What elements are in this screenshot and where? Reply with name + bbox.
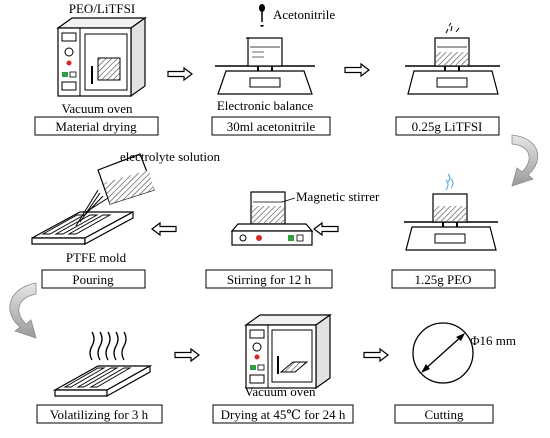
step-material-drying: Material drying (55, 119, 137, 134)
flow-arrow-right-icon (363, 348, 389, 362)
beaker-with-peo-icon (432, 173, 468, 223)
solvent-top-label: Acetonitrile (273, 7, 335, 22)
drying-top-label: PEO/LiTFSI (69, 1, 135, 16)
volatilizing-mold-icon (52, 331, 153, 398)
flow-arrow-right-icon (344, 63, 370, 77)
electronic-balance-icon (404, 221, 498, 251)
stirrer-leader-line (281, 197, 296, 203)
electrolyte-disc-icon (412, 322, 474, 384)
pouring-top-label: electrolyte solution (120, 149, 221, 164)
step-box-vacuum-drying (212, 404, 354, 424)
step-box-material-drying (34, 116, 159, 136)
oven-device-label: Vacuum oven (244, 384, 316, 399)
step-cutting: Cutting (424, 407, 464, 422)
stirrer-device-label: Magnetic stirrer (296, 189, 380, 204)
step-volatilizing: Volatilizing for 3 h (50, 407, 149, 422)
step-peo: 1.25g PEO (414, 272, 471, 287)
step-pouring: Pouring (72, 272, 114, 287)
curved-arrow-icon (511, 134, 539, 187)
step-acetonitrile: 30ml acetonitrile (227, 119, 316, 134)
step-box-pouring (41, 269, 146, 289)
flow-arrow-right-icon (174, 348, 200, 362)
step-box-acetonitrile (211, 116, 331, 136)
step-vacuum-drying: Drying at 45℃ for 24 h (221, 407, 346, 422)
curved-arrow-icon (9, 282, 37, 339)
electronic-balance-icon (405, 65, 500, 95)
step-box-peo (391, 269, 496, 289)
disc-diameter-label: Φ16 mm (470, 333, 516, 348)
magnetic-stirrer-icon (230, 191, 314, 246)
flow-arrow-right-icon (167, 67, 193, 81)
step-box-volatilizing (36, 404, 163, 424)
pouring-beaker-icon (75, 153, 155, 227)
step-box-cutting (394, 404, 494, 424)
ptfe-mold-icon (31, 210, 134, 246)
step-litfsi: 0.25g LiTFSI (412, 119, 483, 134)
step-box-stirring (205, 269, 333, 289)
dropper-icon (259, 4, 265, 27)
step-stirring: Stirring for 12 h (227, 272, 312, 287)
vacuum-oven-icon (244, 313, 332, 390)
balance-device-label: Electronic balance (217, 98, 314, 113)
step-box-litfsi (395, 116, 500, 136)
beaker-with-salt-icon (434, 22, 470, 67)
oven-device-label: Vacuum oven (61, 101, 133, 116)
beaker-icon (246, 37, 283, 67)
vacuum-oven-icon (56, 16, 147, 98)
electronic-balance-icon (215, 65, 315, 95)
flow-arrow-left-icon (151, 222, 177, 236)
flow-arrow-left-icon (313, 222, 339, 236)
mold-device-label: PTFE mold (66, 250, 127, 265)
